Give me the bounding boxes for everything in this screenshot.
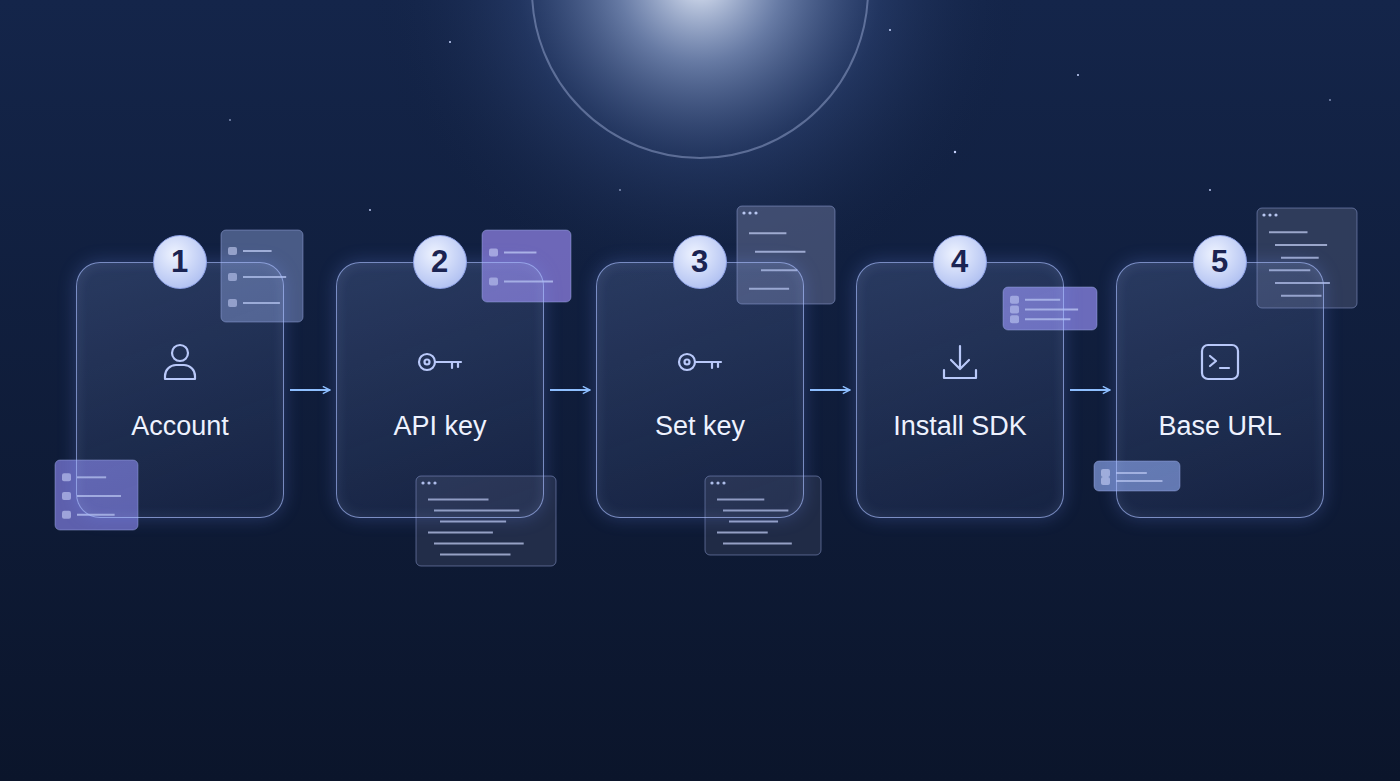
halo-ring xyxy=(532,0,868,158)
step-label: Set key xyxy=(597,411,803,442)
step-card: 5Base URL xyxy=(1116,262,1324,518)
step-number: 1 xyxy=(153,235,207,289)
stars xyxy=(229,29,1331,211)
flow-arrow xyxy=(1070,389,1110,391)
flow-arrow xyxy=(810,389,850,391)
step-number: 4 xyxy=(933,235,987,289)
step-number: 3 xyxy=(673,235,727,289)
step-label: Install SDK xyxy=(857,411,1063,442)
step-label: Account xyxy=(77,411,283,442)
step-card: 1Account xyxy=(76,262,284,518)
step-label: Base URL xyxy=(1117,411,1323,442)
flow-arrow xyxy=(290,389,330,391)
step-card: 4Install SDK xyxy=(856,262,1064,518)
step-card: 2API key xyxy=(336,262,544,518)
step-card: 3Set key xyxy=(596,262,804,518)
step-number: 2 xyxy=(413,235,467,289)
step-label: API key xyxy=(337,411,543,442)
step-number: 5 xyxy=(1193,235,1247,289)
flow-arrow xyxy=(550,389,590,391)
floating-panels xyxy=(55,206,1357,566)
